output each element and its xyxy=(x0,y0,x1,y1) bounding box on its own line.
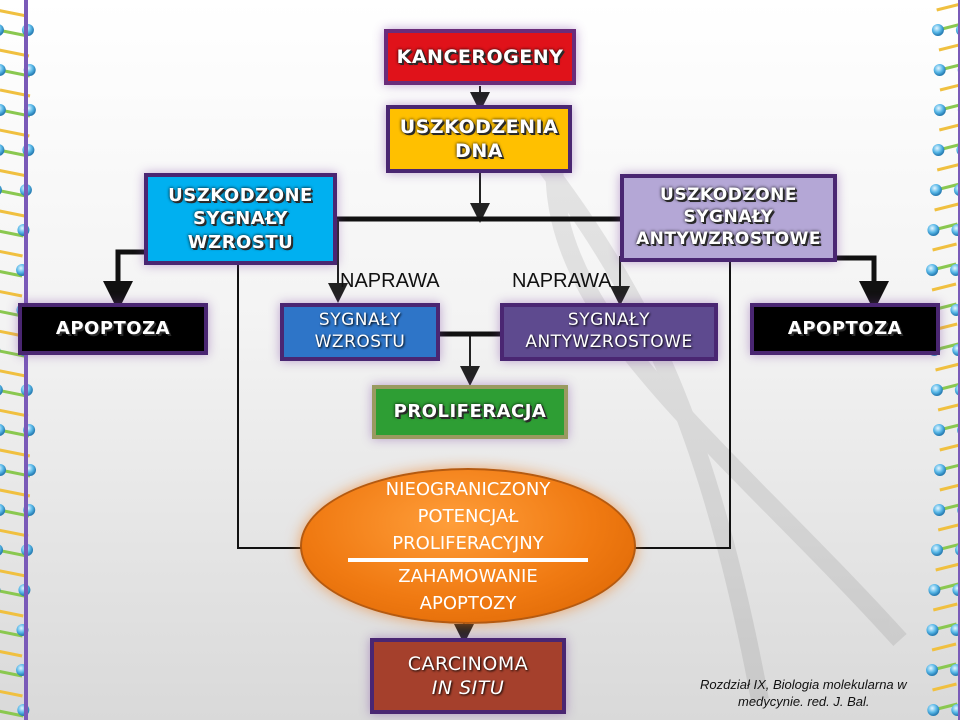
oval-divider xyxy=(348,557,588,562)
damaged-growth-label-3: WZROSTU xyxy=(187,231,294,253)
antigrowth-signals-label-1: SYGNAŁY xyxy=(567,310,651,331)
unlimited-proliferation-oval: NIEOGRANICZONY POTENCJAŁ PROLIFERACYJNY … xyxy=(300,468,636,624)
dna-ladder-left xyxy=(0,0,36,720)
oval-line-2: POTENCJAŁ xyxy=(417,505,519,527)
growth-signals-label-1: SYGNAŁY xyxy=(318,310,402,331)
growth-signals-box: SYGNAŁY WZROSTU xyxy=(280,303,440,361)
carcinoma-box: CARCINOMA IN SITU xyxy=(370,638,566,714)
growth-signals-label-2: WZROSTU xyxy=(314,332,406,352)
citation: Rozdział IX, Biologia molekularna w medy… xyxy=(700,677,950,711)
repair-label-left: NAPRAWA xyxy=(340,270,440,292)
damaged-antigrowth-label-2: SYGNAŁY xyxy=(683,207,774,228)
oval-line-4: ZAHAMOWANIE xyxy=(398,565,538,587)
proliferation-label: PROLIFERACJA xyxy=(393,401,547,423)
citation-line-2: medycynie. red. J. Bal. xyxy=(738,693,870,709)
carcinogens-label: KANCEROGENY xyxy=(396,45,564,68)
damaged-antigrowth-label-3: ANTYWZROSTOWE xyxy=(635,228,822,249)
repair-label-right: NAPRAWA xyxy=(512,270,612,292)
apoptosis-left-box: APOPTOZA xyxy=(18,303,208,355)
proliferation-box: PROLIFERACJA xyxy=(372,385,568,439)
dna-damage-label-2: DNA xyxy=(455,140,503,162)
antigrowth-signals-box: SYGNAŁY ANTYWZROSTOWE xyxy=(500,303,718,361)
damaged-antigrowth-label-1: USZKODZONE xyxy=(660,185,797,206)
dna-damage-label-1: USZKODZENIA xyxy=(399,115,559,138)
oval-line-3: PROLIFERACYJNY xyxy=(392,532,544,554)
oval-line-5: APOPTOZY xyxy=(419,592,517,614)
damaged-antigrowth-signals-box: USZKODZONE SYGNAŁY ANTYWZROSTOWE xyxy=(620,174,837,262)
carcinogens-box: KANCEROGENY xyxy=(384,29,576,85)
damaged-growth-signals-box: USZKODZONE SYGNAŁY WZROSTU xyxy=(144,173,337,265)
apoptosis-right-label: APOPTOZA xyxy=(787,318,903,340)
damaged-growth-label-2: SYGNAŁY xyxy=(192,208,289,230)
citation-line-1: Rozdział IX, Biologia molekularna w xyxy=(700,677,907,692)
oval-line-1: NIEOGRANICZONY xyxy=(385,478,551,500)
apoptosis-right-box: APOPTOZA xyxy=(750,303,940,355)
carcinoma-label-1: CARCINOMA xyxy=(407,652,529,675)
antigrowth-signals-label-2: ANTYWZROSTOWE xyxy=(525,332,693,352)
carcinoma-label-2: IN SITU xyxy=(431,677,505,699)
apoptosis-left-label: APOPTOZA xyxy=(55,318,171,340)
dna-damage-box: USZKODZENIA DNA xyxy=(386,105,572,173)
dna-ladder-right xyxy=(926,0,960,720)
damaged-growth-label-1: USZKODZONE xyxy=(168,185,313,207)
